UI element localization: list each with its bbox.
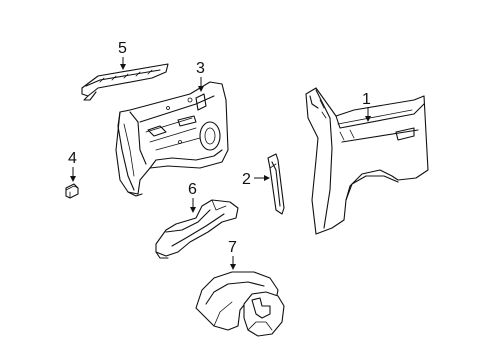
callout-1: 1 — [362, 91, 371, 122]
callout-7: 7 — [228, 239, 237, 270]
part-1-outer-quarter-panel — [305, 87, 429, 235]
callout-4: 4 — [68, 150, 77, 182]
callout-label-6: 6 — [188, 181, 197, 198]
part-5-upper-trim — [81, 63, 169, 101]
callout-5: 5 — [118, 40, 127, 70]
part-3-inner-quarter-panel — [115, 81, 229, 197]
part-2-pillar-bracket — [267, 153, 285, 215]
callout-label-1: 1 — [362, 91, 371, 108]
callout-label-2: 2 — [242, 171, 251, 188]
callout-label-7: 7 — [228, 239, 237, 256]
callout-label-4: 4 — [68, 150, 77, 167]
callout-2: 2 — [242, 171, 270, 188]
callout-6: 6 — [188, 181, 197, 213]
part-4-clip — [65, 183, 79, 199]
callout-label-3: 3 — [196, 60, 205, 77]
part-6-wheelhouse-inner — [155, 199, 239, 259]
callout-label-5: 5 — [118, 40, 127, 57]
part-7-wheel-arch-liner — [195, 271, 285, 337]
callout-3: 3 — [196, 60, 205, 92]
